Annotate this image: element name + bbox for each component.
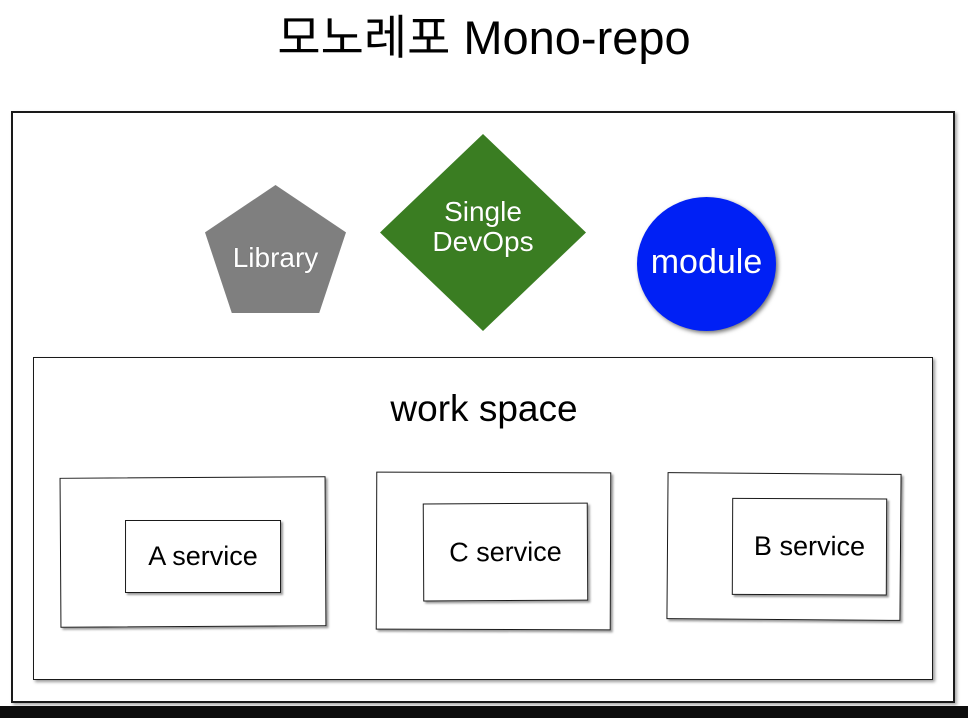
pentagon-icon	[205, 185, 346, 313]
work-space-title: work space	[390, 388, 578, 429]
c-service-label: C service	[449, 536, 562, 567]
single-devops-diamond-shape: Single DevOps	[380, 134, 586, 331]
c-service-inner-box: C service	[422, 502, 589, 602]
b-service-label: B service	[753, 530, 866, 562]
bottom-black-bar	[0, 706, 968, 718]
module-circle-shape: module	[637, 197, 776, 331]
diamond-icon	[380, 134, 586, 331]
a-service-inner-box: A service	[125, 519, 282, 593]
a-service-label: A service	[148, 540, 258, 571]
a-service-outer-box: A service	[59, 476, 327, 628]
page-title: 모노레포 Mono-repo	[277, 11, 691, 64]
b-service-outer-box: B service	[666, 472, 902, 621]
b-service-inner-box: B service	[731, 497, 888, 596]
library-pentagon-shape: Library	[205, 185, 346, 313]
c-service-outer-box: C service	[375, 471, 612, 631]
circle-icon	[637, 197, 776, 331]
work-space-container: work space A service C service B service	[33, 357, 933, 680]
